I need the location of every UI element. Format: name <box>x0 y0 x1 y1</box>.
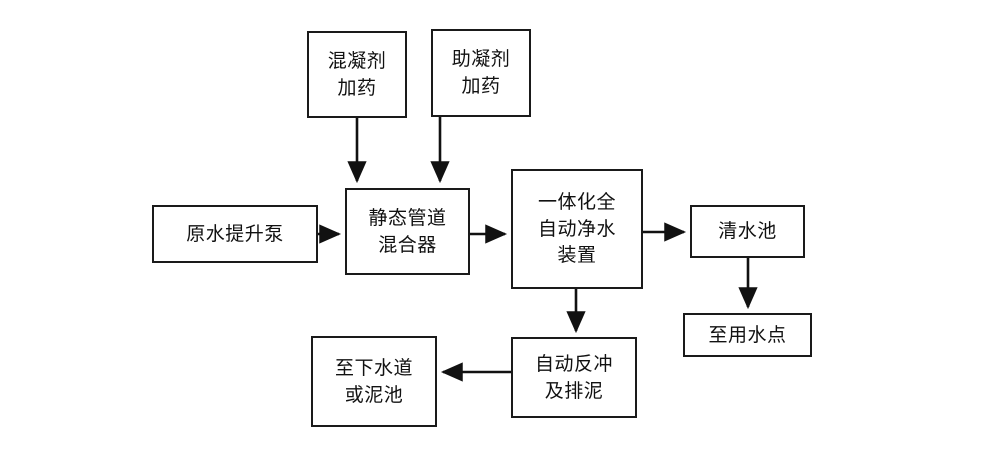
node-coagulant-dosing[interactable]: 混凝剂 加药 <box>307 31 407 118</box>
node-auto-backwash-sludge[interactable]: 自动反冲 及排泥 <box>511 337 637 418</box>
node-flocculant-aid-dosing[interactable]: 助凝剂 加药 <box>431 29 531 117</box>
node-to-water-point[interactable]: 至用水点 <box>683 313 812 357</box>
node-raw-water-pump[interactable]: 原水提升泵 <box>152 205 318 263</box>
node-integrated-purifier[interactable]: 一体化全 自动净水 装置 <box>511 169 643 289</box>
node-to-sewer-or-sludge-pit[interactable]: 至下水道 或泥池 <box>311 336 437 427</box>
node-clean-water-tank[interactable]: 清水池 <box>690 205 805 258</box>
node-static-pipe-mixer[interactable]: 静态管道 混合器 <box>345 188 470 275</box>
